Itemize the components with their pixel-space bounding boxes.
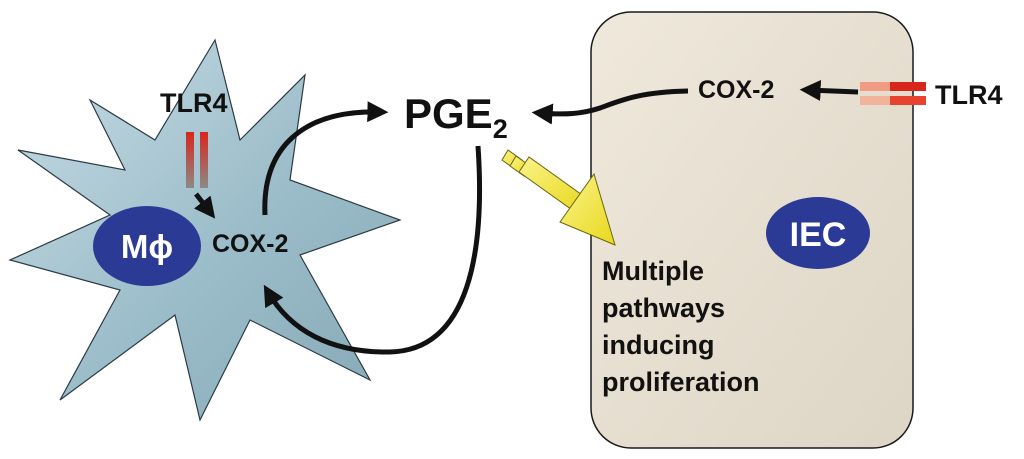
macrophage-cox2-label: COX-2 — [212, 230, 288, 258]
outcome-line-1: Multiple — [602, 256, 704, 286]
pge2-base: PGE2 — [404, 90, 508, 144]
macrophage-nucleus — [93, 206, 201, 286]
pge2-feedback-arrow — [263, 145, 482, 355]
outcome-line-3: inducing — [602, 330, 714, 360]
iec-tlr4-receptor — [860, 82, 926, 105]
iec-cell: IEC — [590, 11, 914, 449]
pge2-subscript: 2 — [493, 114, 508, 144]
pge2-label: PGE2 — [404, 90, 508, 144]
macrophage-tlr4-to-cox2-arrow — [193, 192, 216, 219]
macrophage-cell: Mϕ — [8, 38, 402, 422]
macrophage-tlr4-label: TLR4 — [160, 88, 228, 118]
iec-nucleus — [766, 197, 870, 269]
macrophage-cox2-to-pge2-arrow — [262, 101, 389, 216]
outcome-line-2: pathways — [602, 293, 725, 323]
iec-tlr4-to-cox2-arrow — [799, 80, 859, 101]
iec-tlr4-label: TLR4 — [935, 80, 1003, 110]
outcome-line-4: proliferation — [602, 367, 760, 397]
pge2-to-proliferation-arrow — [501, 149, 616, 246]
iec-cox2-to-pge2-arrow — [531, 88, 689, 125]
macrophage-nucleus-label: Mϕ — [121, 228, 173, 265]
iec-cox2-label: COX-2 — [698, 76, 774, 104]
macrophage-body — [8, 38, 402, 422]
proliferation-text: Multiple pathways inducing proliferation — [602, 256, 760, 397]
iec-nucleus-label: IEC — [790, 216, 847, 254]
macrophage-tlr4-receptor — [186, 132, 208, 188]
